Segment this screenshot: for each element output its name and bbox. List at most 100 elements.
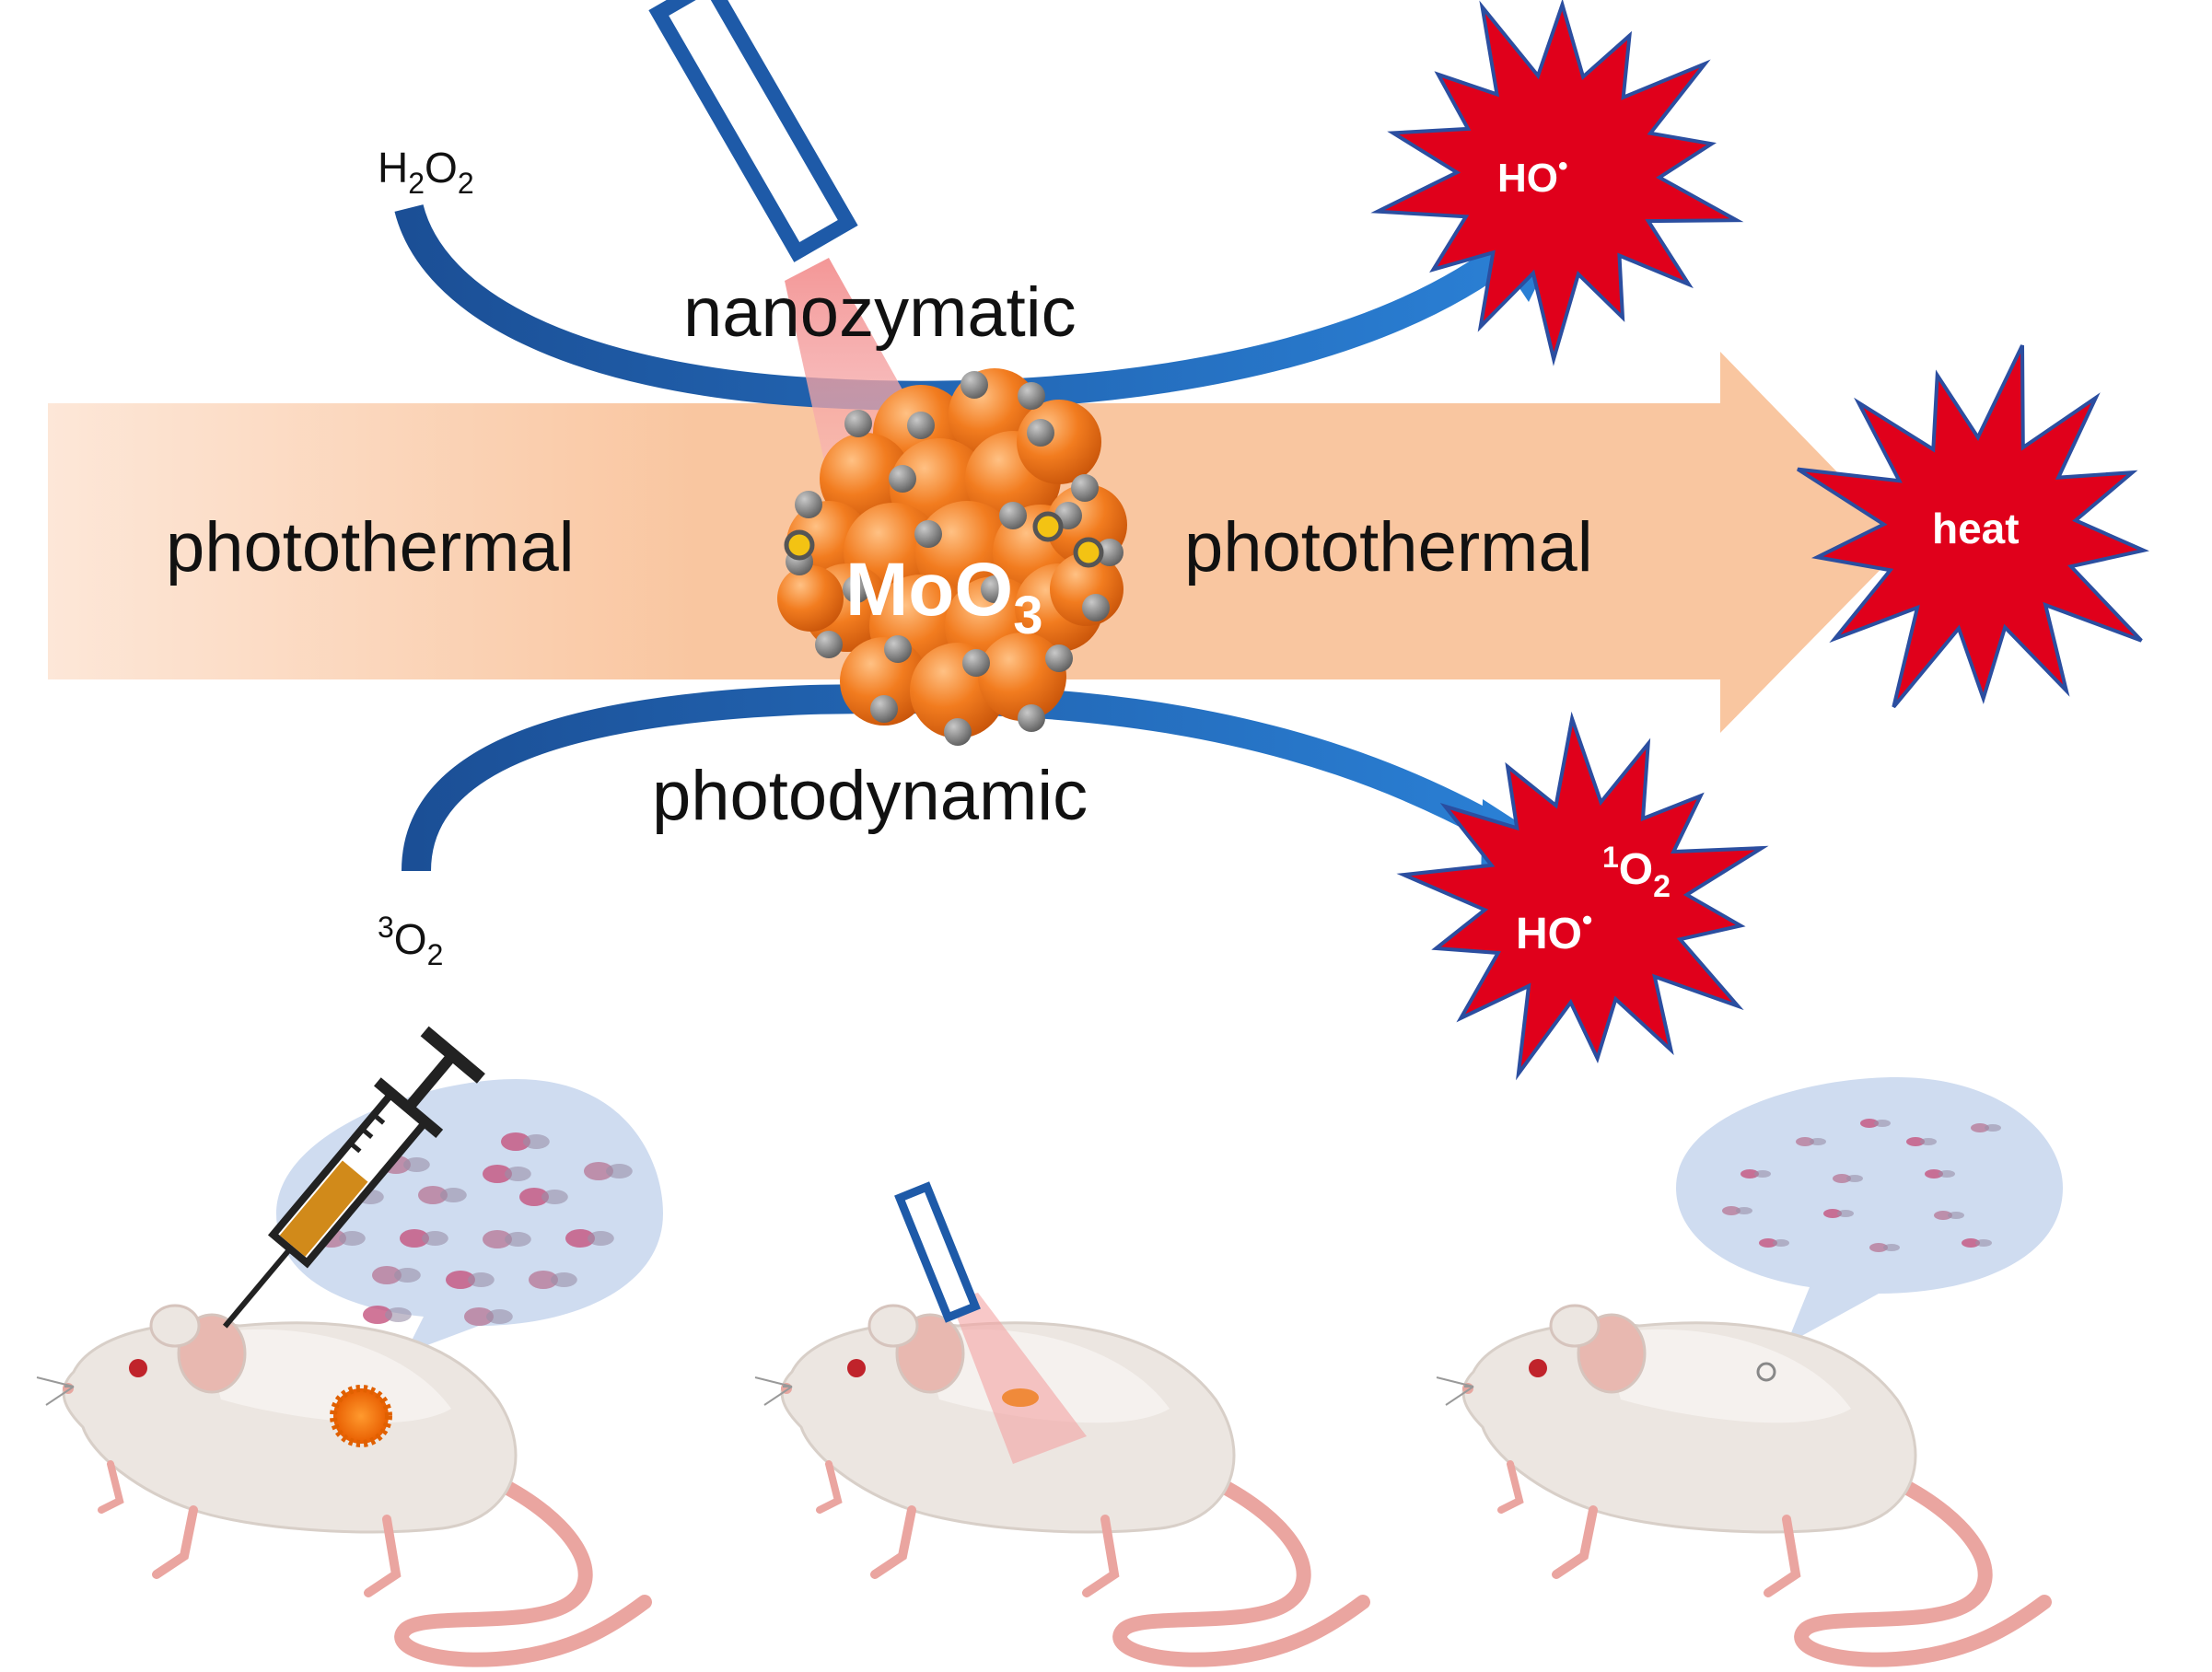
tumor-cell [523, 1134, 550, 1149]
nanoparticle-sphere [978, 633, 1066, 721]
mouse-whisker [763, 1386, 793, 1406]
tumor-cell [372, 1266, 402, 1284]
mouse-part [1602, 1329, 1851, 1423]
photothermal-left-label: photothermal [166, 508, 575, 586]
tumor-cell [1846, 1175, 1863, 1182]
tumor-cell [363, 1306, 392, 1324]
surface-dot [815, 631, 843, 658]
surface-dot [962, 649, 990, 677]
mouse-part [1794, 1475, 2052, 1667]
mouse-part [203, 1329, 451, 1423]
panel-irradiation [754, 1181, 1370, 1667]
mouse-part [1529, 1359, 1547, 1377]
surface-dot-gold [784, 529, 815, 561]
surface-dot [1096, 539, 1123, 566]
surface-dot [981, 575, 1008, 603]
tumor-cell [1883, 1244, 1900, 1251]
mouse-part [129, 1359, 147, 1377]
triplet-oxygen-label: 3O2 [378, 911, 443, 971]
tumor-cell [483, 1165, 512, 1183]
tumor-cell [1823, 1209, 1842, 1218]
tumor-cell [1938, 1170, 1955, 1178]
burst-heat-label: heat [1932, 505, 2020, 552]
tumor-cell [1948, 1212, 1964, 1219]
tumor-cell [464, 1307, 494, 1326]
tumor-cell [1869, 1243, 1888, 1252]
laser-pointer-icon [648, 0, 858, 262]
mouse-icon [36, 1304, 652, 1667]
tumor-cell [1934, 1211, 1952, 1220]
tumor-cell [1874, 1120, 1891, 1127]
tumor-cell [1962, 1238, 1980, 1248]
tumor-cell [1740, 1169, 1759, 1179]
tumor-cell [483, 1230, 512, 1248]
tumor-cell [394, 1268, 421, 1283]
laser-beam-small [950, 1293, 1087, 1464]
tumor-cell [606, 1164, 633, 1179]
surface-dot [907, 412, 935, 439]
moo3-label: MoO3 [845, 548, 1042, 645]
tumor-cell [505, 1167, 531, 1181]
panel-after-treatment [1436, 1077, 2063, 1667]
photodynamic-label: photodynamic [652, 757, 1088, 835]
mouse-part [847, 1359, 866, 1377]
tumor-cell [1736, 1207, 1752, 1214]
surface-dot [870, 695, 898, 723]
surface-dot [914, 520, 942, 548]
tumor-cell [418, 1186, 448, 1204]
burst-bottom-oxygen-label: 1O2 [1602, 841, 1671, 904]
tumor-cell [1925, 1169, 1943, 1179]
mouse-part [152, 1505, 198, 1579]
mouse-whisker [754, 1376, 793, 1388]
healed-spot [1756, 1362, 1776, 1382]
tumor-cell [1906, 1137, 1925, 1146]
tumor-cell [1985, 1124, 2001, 1132]
tumor-cell [339, 1231, 366, 1246]
mouse-icon [754, 1304, 1370, 1667]
burst-top-label: HO• [1497, 151, 1568, 201]
tumor-cell [588, 1231, 614, 1246]
surface-dot [1018, 704, 1045, 732]
surface-dot [884, 635, 912, 663]
photothermal-right-label: photothermal [1184, 508, 1593, 586]
mouse-part [1549, 1304, 1601, 1348]
panel-injection [36, 1026, 663, 1667]
tumor-cell [1975, 1239, 1992, 1247]
tumor-cell [440, 1188, 467, 1202]
tumor-cell [541, 1190, 568, 1204]
mouse-part [870, 1505, 916, 1579]
surface-dot [1071, 474, 1099, 502]
tumor-cell [505, 1232, 531, 1247]
surface-dot [889, 465, 916, 493]
tumor-cell [1773, 1239, 1789, 1247]
tumor-cell [1833, 1174, 1851, 1183]
tumor-cell [529, 1271, 558, 1289]
surface-dot [999, 502, 1027, 529]
surface-dot [1045, 644, 1073, 672]
h2o2-label: H2O2 [378, 144, 474, 200]
surface-dot [960, 371, 988, 399]
tumor-cell [1722, 1206, 1740, 1215]
surface-dot [795, 491, 822, 518]
burst-icon-hydroxyl-top [1370, 0, 1744, 366]
syringe-icon [222, 1026, 485, 1329]
tumor-cell [565, 1229, 595, 1248]
surface-dot [1027, 419, 1054, 447]
nanozymatic-label: nanozymatic [683, 273, 1077, 352]
tumor-cell [1796, 1137, 1814, 1146]
tumor-cell [403, 1157, 430, 1172]
surface-dot [944, 718, 972, 746]
tumor-cell [468, 1272, 495, 1287]
tumor-cell [446, 1271, 475, 1289]
tumor-cell [501, 1132, 530, 1151]
mouse-part [98, 1460, 124, 1514]
surface-dot [1082, 594, 1110, 621]
tumor-cell [519, 1188, 549, 1206]
tumor-cell [400, 1229, 429, 1248]
surface-dot [844, 410, 872, 437]
tumor-cell [1837, 1210, 1854, 1217]
nanoparticle-sphere [820, 433, 912, 525]
mouse-part [394, 1475, 652, 1667]
mouse-part [1112, 1475, 1370, 1667]
